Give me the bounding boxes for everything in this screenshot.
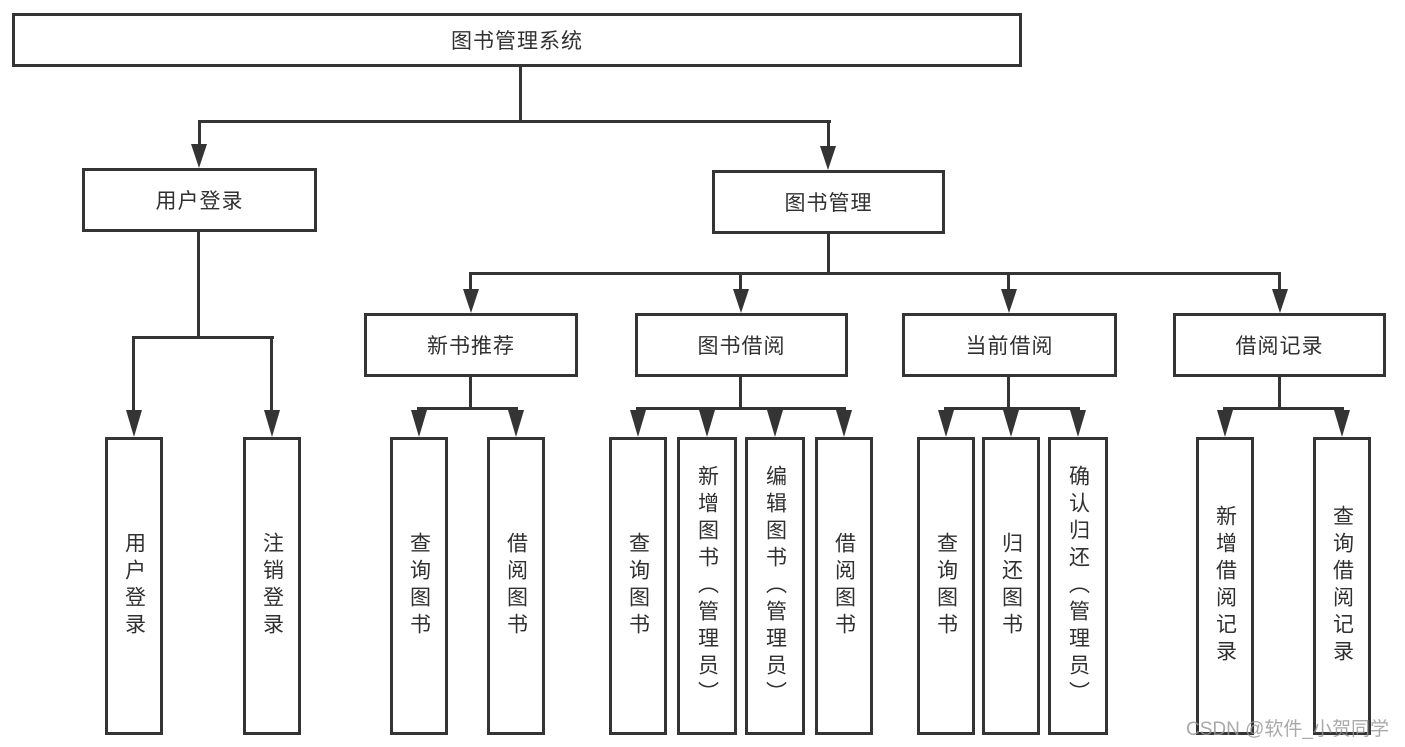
connector-current-borrowing-branch [944, 407, 1080, 410]
node-current-borrowing: 当前借阅 [902, 313, 1117, 377]
connector-book-management-branch [469, 272, 1281, 275]
leaf-user-login-label: 用户登录 [122, 532, 146, 640]
connector-drop-user-login [198, 123, 201, 144]
leaf-confirm-return-admin-label: 确认归还（管理员） [1066, 464, 1090, 708]
arrowhead-book-borrowing [733, 289, 749, 313]
arrowhead-return-books [1003, 410, 1019, 437]
leaf-borrow-books-borrowing-label: 借阅图书 [832, 532, 856, 640]
arrowhead-book-management [820, 146, 836, 170]
connector-new-book-recommend-stem [469, 377, 472, 410]
arrowhead-current-borrowing [1001, 289, 1017, 313]
arrowhead-add-borrow-record [1217, 410, 1233, 437]
arrowhead-query-books-current [938, 410, 954, 437]
leaf-query-books-current-label: 查询图书 [934, 532, 958, 640]
arrowhead-user-login-leaf [126, 410, 142, 437]
connector-drop-current-borrowing [1007, 275, 1010, 289]
leaf-query-books-borrowing-label: 查询图书 [626, 532, 650, 640]
arrowhead-query-books-borrowing [630, 410, 646, 437]
leaf-confirm-return-admin: 确认归还（管理员） [1048, 437, 1108, 735]
connector-user-login-branch [132, 336, 274, 339]
arrowhead-new-book-recommend [463, 289, 479, 313]
node-book-management: 图书管理 [712, 170, 945, 234]
node-library-system: 图书管理系统 [12, 13, 1022, 67]
arrowhead-logout [264, 410, 280, 437]
node-book-management-label: 图书管理 [784, 192, 873, 215]
node-user-login-label: 用户登录 [155, 190, 244, 213]
leaf-query-books-current: 查询图书 [917, 437, 975, 735]
leaf-query-books-borrowing: 查询图书 [609, 437, 667, 735]
leaf-return-books: 归还图书 [982, 437, 1040, 735]
leaf-logout-label: 注销登录 [260, 532, 284, 640]
leaf-borrow-books-borrowing: 借阅图书 [815, 437, 873, 735]
leaf-return-books-label: 归还图书 [999, 532, 1023, 640]
arrowhead-add-book-admin [699, 410, 715, 437]
leaf-edit-book-admin-label: 编辑图书（管理员） [763, 464, 787, 708]
node-library-system-label: 图书管理系统 [451, 30, 583, 53]
arrowhead-borrowing-records [1272, 289, 1288, 313]
leaf-add-book-admin: 新增图书（管理员） [677, 437, 737, 735]
node-new-book-recommend: 新书推荐 [364, 313, 578, 377]
node-book-borrowing: 图书借阅 [635, 313, 848, 377]
arrowhead-borrow-books-recommend [508, 410, 524, 437]
node-book-borrowing-label: 图书借阅 [697, 335, 786, 358]
leaf-add-borrow-record-label: 新增借阅记录 [1213, 505, 1237, 667]
connector-current-borrowing-stem [1007, 377, 1010, 410]
leaf-query-books-recommend-label: 查询图书 [407, 532, 431, 640]
leaf-query-borrow-record: 查询借阅记录 [1313, 437, 1371, 735]
connector-drop-new-book-recommend [469, 275, 472, 289]
connector-borrowing-records-stem [1278, 377, 1281, 410]
node-user-login: 用户登录 [82, 168, 317, 232]
leaf-borrow-books-recommend-label: 借阅图书 [504, 532, 528, 640]
leaf-add-borrow-record: 新增借阅记录 [1196, 437, 1254, 735]
arrowhead-edit-book-admin [767, 410, 783, 437]
connector-new-book-recommend-branch [417, 407, 518, 410]
connector-borrowing-records-branch [1223, 407, 1344, 410]
leaf-edit-book-admin: 编辑图书（管理员） [745, 437, 805, 735]
arrowhead-query-borrow-record [1334, 410, 1350, 437]
watermark: CSDN @软件_小贺同学 [1186, 719, 1389, 740]
connector-book-management-stem [827, 234, 830, 275]
arrowhead-borrow-books-borrowing [836, 410, 852, 437]
connector-root-stem [519, 67, 522, 123]
arrowhead-confirm-return-admin [1070, 410, 1086, 437]
connector-drop-book-borrowing [739, 275, 742, 289]
leaf-borrow-books-recommend: 借阅图书 [487, 437, 545, 735]
connector-drop-borrowing-records [1278, 275, 1281, 289]
arrowhead-user-login [191, 144, 207, 168]
connector-book-borrowing-stem [739, 377, 742, 410]
leaf-logout: 注销登录 [243, 437, 301, 735]
connector-user-login-stem [197, 232, 200, 339]
node-borrowing-records-label: 借阅记录 [1235, 335, 1324, 358]
leaf-add-book-admin-label: 新增图书（管理员） [695, 464, 719, 708]
leaf-query-books-recommend: 查询图书 [390, 437, 448, 735]
node-new-book-recommend-label: 新书推荐 [427, 335, 515, 358]
leaf-query-borrow-record-label: 查询借阅记录 [1330, 505, 1354, 667]
node-current-borrowing-label: 当前借阅 [965, 335, 1054, 358]
connector-root-branch [198, 120, 831, 123]
connector-book-borrowing-branch [636, 407, 846, 410]
node-borrowing-records: 借阅记录 [1173, 313, 1386, 377]
connector-drop-book-management [827, 123, 830, 146]
arrowhead-query-books-recommend [411, 410, 427, 437]
connector-drop-user-login-leaf [132, 339, 135, 410]
connector-drop-logout [270, 339, 273, 410]
leaf-user-login: 用户登录 [105, 437, 163, 735]
